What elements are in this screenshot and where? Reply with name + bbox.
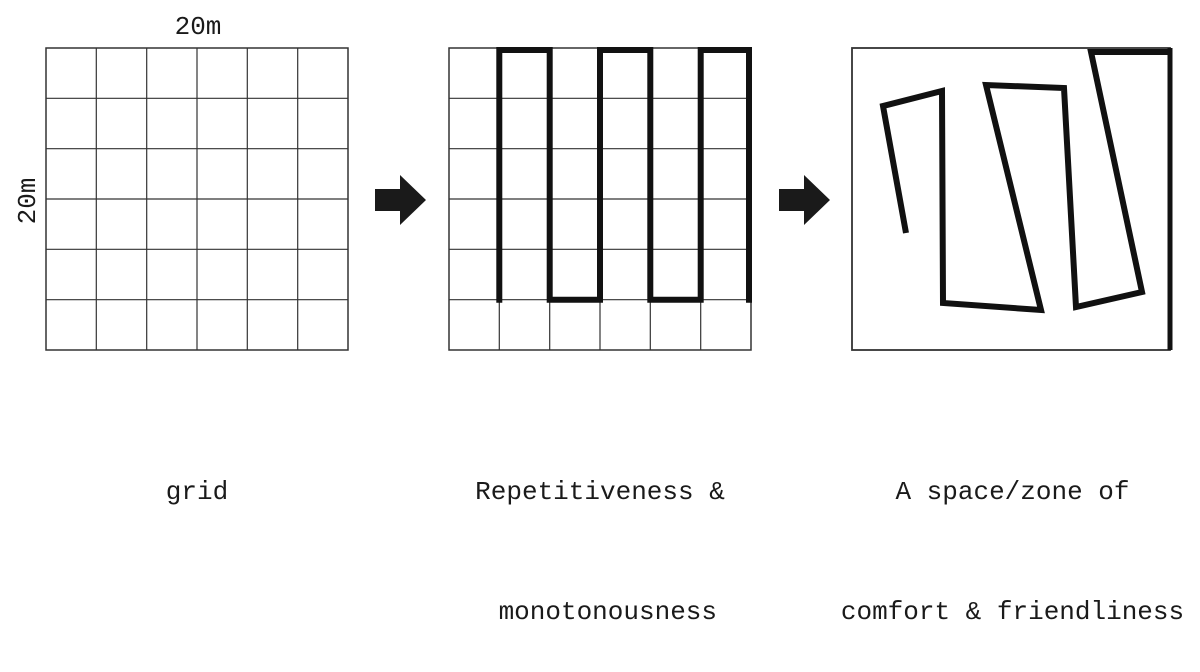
caption-grid: grid xyxy=(46,392,348,552)
meander-path xyxy=(496,47,752,303)
caption-line: A space/zone of xyxy=(895,477,1130,507)
caption-line: comfort & friendliness xyxy=(840,597,1185,627)
arrow-right-icon xyxy=(375,175,426,225)
grid-lines xyxy=(46,48,348,350)
freeform-path xyxy=(879,49,1170,314)
arrow-right-icon xyxy=(779,175,830,225)
caption-comfort: A space/zone of comfort & friendliness xyxy=(830,392,1195,672)
diagram-canvas xyxy=(45,47,1173,351)
panel-grid xyxy=(45,47,349,351)
caption-line: Repetitiveness & xyxy=(475,477,725,507)
caption-repetitive: Repetitiveness & monotonousness xyxy=(420,392,780,672)
panel-comfort xyxy=(851,47,1173,351)
panel-repetitive xyxy=(448,47,752,351)
caption-line: monotonousness xyxy=(482,597,718,627)
width-dimension-label: 20m xyxy=(174,12,222,42)
caption-line: grid xyxy=(165,477,229,507)
